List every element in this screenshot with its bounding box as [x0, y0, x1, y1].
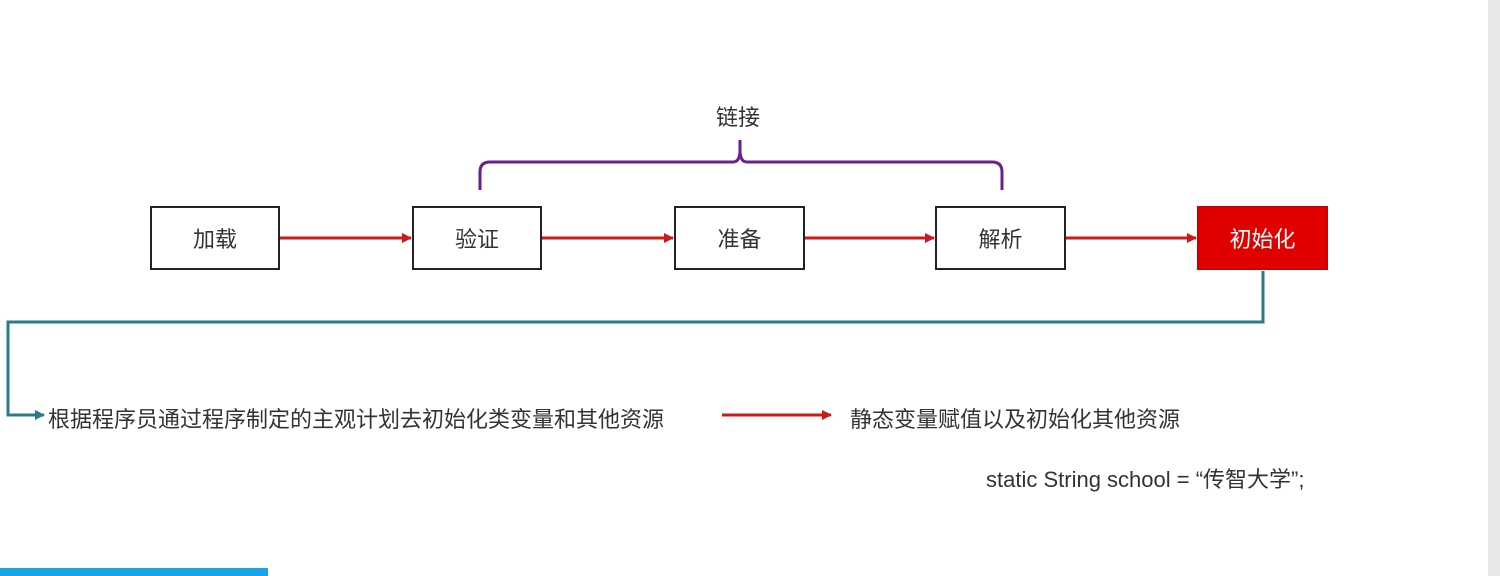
- init-connector: [6, 271, 1265, 420]
- description-left: 根据程序员通过程序制定的主观计划去初始化类变量和其他资源: [48, 408, 665, 433]
- stage-initialize: 初始化: [1197, 206, 1328, 270]
- stage-resolve: 解析: [935, 206, 1066, 270]
- description-right: 静态变量赋值以及初始化其他资源: [850, 408, 1181, 433]
- window-edge: [1488, 0, 1500, 576]
- link-brace: [478, 140, 1004, 190]
- code-example: static String school = “传智大学”;: [986, 467, 1305, 492]
- link-label: 链接: [716, 106, 761, 131]
- stage-prepare: 准备: [674, 206, 805, 270]
- stage-verify: 验证: [412, 206, 542, 270]
- video-progress-bar[interactable]: [0, 568, 268, 576]
- stage-load: 加载: [150, 206, 280, 270]
